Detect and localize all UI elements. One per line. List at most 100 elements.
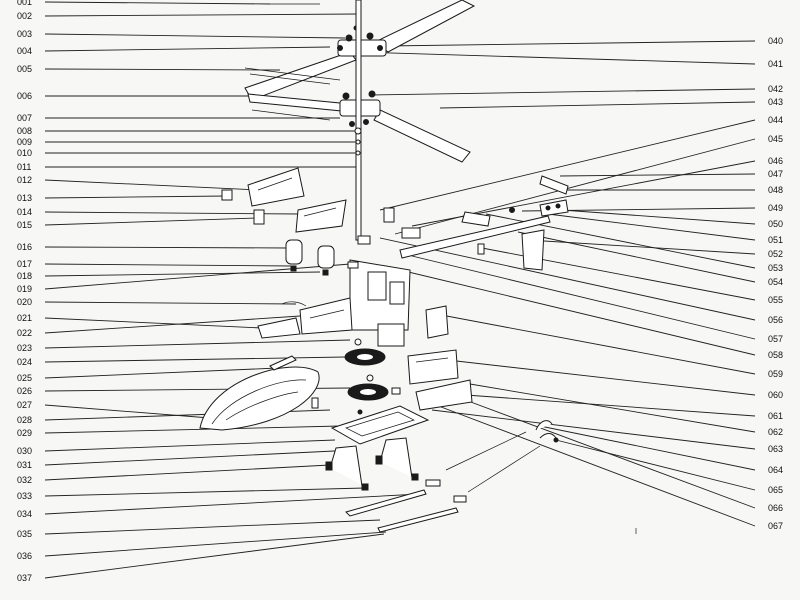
part-number-label: 030	[17, 446, 32, 456]
leader-line	[44, 301, 297, 305]
part-number-label: 027	[17, 400, 32, 410]
leader-line	[44, 263, 351, 290]
part-number-label: 006	[17, 91, 32, 101]
landing-skids	[325, 437, 467, 533]
part-number-label: 018	[17, 271, 32, 281]
part-number-label: 057	[768, 334, 783, 344]
leader-line	[435, 313, 756, 375]
part-number-label: 035	[17, 529, 32, 539]
base-plate	[330, 405, 430, 445]
part-number-label: 052	[768, 249, 783, 259]
leader-line	[427, 401, 756, 527]
part-number-label: 026	[17, 386, 32, 396]
leader-line	[44, 317, 263, 329]
part-number-label: 032	[17, 475, 32, 485]
part-number-label: 012	[17, 175, 32, 185]
part-number-label: 049	[768, 203, 783, 213]
leader-line	[44, 315, 301, 334]
part-number-label: 008	[17, 126, 32, 136]
leader-line	[44, 246, 289, 249]
leader-line	[44, 367, 279, 379]
leader-line	[469, 383, 756, 433]
part-number-label: 021	[17, 313, 32, 323]
upper-rotor-blades	[244, 0, 476, 101]
part-number-label: 001	[17, 0, 32, 7]
right-part-numbers: 0400410420430440450460470480490500510520…	[768, 36, 783, 531]
part-number-label: 002	[17, 11, 32, 21]
leader-line	[44, 339, 351, 349]
part-number-label: 022	[17, 328, 32, 338]
part-number-label: 064	[768, 465, 783, 475]
leader-line	[459, 397, 756, 509]
part-number-label: 005	[17, 64, 32, 74]
leader-line	[44, 356, 346, 363]
leader-line	[399, 269, 756, 356]
part-number-label: 037	[17, 573, 32, 583]
part-number-label: 056	[768, 315, 783, 325]
part-number-label: 045	[768, 134, 783, 144]
lower-rotor-blades	[247, 90, 471, 163]
leader-line	[411, 255, 756, 340]
part-number-label: 023	[17, 343, 32, 353]
leader-line	[44, 217, 259, 226]
part-number-label: 055	[768, 295, 783, 305]
part-number-label: 050	[768, 219, 783, 229]
part-number-label: 029	[17, 428, 32, 438]
part-number-label: 066	[768, 503, 783, 513]
leader-line	[44, 271, 321, 277]
leader-line	[44, 1, 271, 5]
leader-line	[379, 237, 756, 321]
part-number-label: 034	[17, 509, 32, 519]
leader-line	[555, 439, 756, 491]
left-part-numbers: 0010020030040050060070080090100110120130…	[17, 0, 32, 583]
part-number-label: 067	[768, 521, 783, 531]
part-number-label: 033	[17, 491, 32, 501]
leader-line	[439, 101, 756, 109]
part-number-label: 015	[17, 220, 32, 230]
tail-support-rods	[445, 420, 637, 534]
part-number-label: 036	[17, 551, 32, 561]
leader-line	[44, 195, 227, 199]
leader-line	[559, 173, 756, 177]
part-number-label: 031	[17, 460, 32, 470]
part-number-label: 040	[768, 36, 783, 46]
leader-line	[44, 46, 331, 52]
part-number-label: 014	[17, 207, 32, 217]
part-number-label: 062	[768, 427, 783, 437]
side-frames-left	[221, 167, 395, 233]
leader-line	[547, 213, 756, 241]
main-shaft	[354, 0, 362, 241]
leader-line	[44, 404, 211, 419]
part-number-label: 003	[17, 29, 32, 39]
leader-line	[44, 531, 387, 557]
part-number-label: 065	[768, 485, 783, 495]
leader-line	[385, 40, 756, 47]
leader-line	[44, 487, 366, 497]
part-number-label: 004	[17, 46, 32, 56]
part-number-label: 011	[17, 162, 31, 172]
leader-line	[44, 33, 346, 39]
leader-line	[359, 51, 756, 65]
part-number-label: 019	[17, 284, 32, 294]
leader-line	[44, 449, 356, 466]
leader-line	[44, 425, 341, 434]
part-number-label: 051	[768, 235, 783, 245]
leader-line	[44, 464, 331, 481]
control-board	[377, 305, 473, 411]
leader-line	[379, 119, 756, 211]
part-number-label: 046	[768, 156, 783, 166]
leader-line	[44, 179, 259, 191]
part-number-label: 047	[768, 169, 783, 179]
part-number-label: 007	[17, 113, 32, 123]
part-number-label: 059	[768, 369, 783, 379]
part-number-label: 024	[17, 357, 32, 367]
leader-line	[44, 493, 421, 515]
part-number-label: 016	[17, 242, 32, 252]
leader-line	[527, 239, 756, 255]
leader-line	[429, 357, 756, 396]
part-number-label: 061	[768, 411, 783, 421]
right-leader-lines	[359, 40, 756, 527]
part-number-label: 013	[17, 193, 32, 203]
part-number-label: 009	[17, 137, 32, 147]
